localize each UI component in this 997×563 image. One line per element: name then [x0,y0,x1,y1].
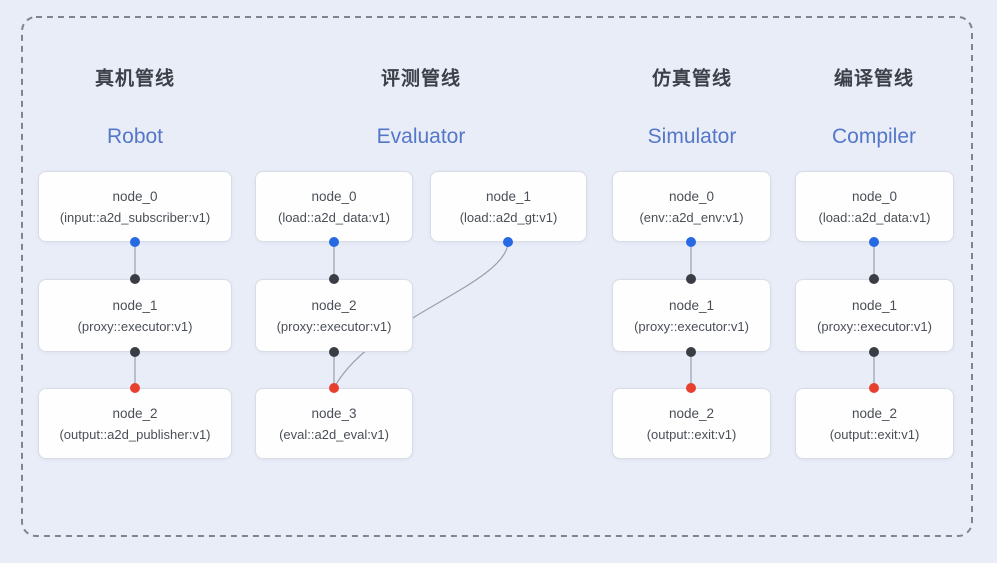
edge-connector-curve [333,242,509,389]
pipeline-title-zh-simulator: 仿真管线 [651,68,733,90]
port-dot-blue [130,237,140,247]
node-card-compiler-node_0: node_0(load::a2d_data:v1) [795,171,954,242]
node-card-simulator-node_1: node_1(proxy::executor:v1) [612,279,771,352]
node-card-robot-node_1: node_1(proxy::executor:v1) [38,279,232,352]
node-type-label: (proxy::executor:v1) [634,318,749,334]
node-card-simulator-node_0: node_0(env::a2d_env:v1) [612,171,771,242]
port-dot-red [869,383,879,393]
pipeline-title-en-robot: Robot [106,125,164,148]
node-card-robot-node_0: node_0(input::a2d_subscriber:v1) [38,171,232,242]
node-card-evaluator-node_2: node_2(proxy::executor:v1) [255,279,413,352]
node-type-label: (load::a2d_gt:v1) [459,209,558,225]
node-name-label: node_2 [668,405,715,421]
port-dot-blue [503,237,513,247]
node-name-label: node_3 [311,405,357,421]
port-dot-red [130,383,140,393]
port-dot-black [686,347,696,357]
pipeline-title-en-simulator: Simulator [647,125,737,148]
port-dot-black [329,274,339,284]
node-type-label: (load::a2d_data:v1) [277,209,391,225]
port-dot-blue [869,237,879,247]
node-card-evaluator-node_0: node_0(load::a2d_data:v1) [255,171,413,242]
node-card-compiler-node_2: node_2(output::exit:v1) [795,388,954,459]
node-card-compiler-node_1: node_1(proxy::executor:v1) [795,279,954,352]
port-dot-blue [329,237,339,247]
node-name-label: node_1 [851,297,898,313]
node-type-label: (env::a2d_env:v1) [639,209,744,225]
node-type-label: (output::a2d_publisher:v1) [59,426,211,442]
port-dot-blue [686,237,696,247]
pipeline-title-zh-compiler: 编译管线 [833,68,915,90]
node-type-label: (proxy::executor:v1) [276,318,392,334]
node-name-label: node_2 [112,405,158,421]
node-name-label: node_2 [311,297,357,313]
node-type-label: (load::a2d_data:v1) [818,209,931,225]
node-card-simulator-node_2: node_2(output::exit:v1) [612,388,771,459]
node-type-label: (proxy::executor:v1) [77,318,193,334]
node-name-label: node_0 [311,188,357,204]
port-dot-red [686,383,696,393]
node-name-label: node_1 [668,297,715,313]
node-type-label: (proxy::executor:v1) [817,318,932,334]
node-type-label: (eval::a2d_eval:v1) [279,426,389,442]
port-dot-red [329,383,339,393]
port-dot-black [869,274,879,284]
pipeline-title-zh-evaluator: 评测管线 [380,68,462,90]
node-type-label: (input::a2d_subscriber:v1) [59,209,211,225]
node-card-evaluator-node_3: node_3(eval::a2d_eval:v1) [255,388,413,459]
node-name-label: node_1 [485,188,532,204]
node-name-label: node_0 [112,188,158,204]
port-dot-black [329,347,339,357]
port-dot-black [130,347,140,357]
node-card-evaluator-node_1: node_1(load::a2d_gt:v1) [430,171,587,242]
port-dot-black [869,347,879,357]
port-dot-black [130,274,140,284]
dashed-frame-border [21,16,973,537]
pipeline-title-en-evaluator: Evaluator [376,125,466,148]
pipeline-title-en-compiler: Compiler [831,125,917,148]
node-name-label: node_2 [851,405,898,421]
node-type-label: (output::exit:v1) [646,426,737,442]
node-name-label: node_0 [851,188,898,204]
node-card-robot-node_2: node_2(output::a2d_publisher:v1) [38,388,232,459]
node-type-label: (output::exit:v1) [829,426,920,442]
node-name-label: node_0 [668,188,715,204]
node-name-label: node_1 [112,297,158,313]
pipeline-title-zh-robot: 真机管线 [94,68,176,90]
port-dot-black [686,274,696,284]
